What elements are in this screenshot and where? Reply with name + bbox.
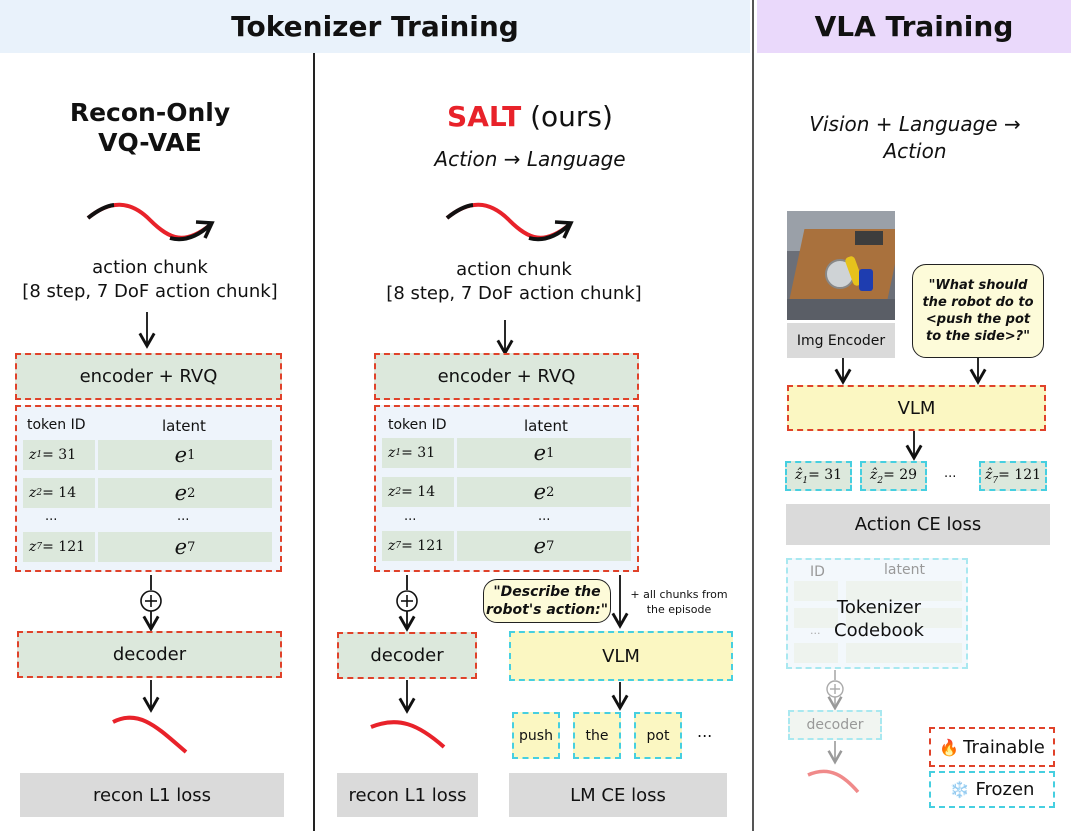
snowflake-icon: ❄️ bbox=[949, 780, 970, 799]
fire-icon: 🔥 bbox=[939, 737, 960, 757]
tokenizer-training-title: Tokenizer Training bbox=[231, 10, 519, 43]
middle-recon-loss: recon L1 loss bbox=[337, 773, 478, 817]
left-title: Recon-Only VQ-VAE bbox=[69, 98, 231, 157]
tokenizer-training-header: Tokenizer Training bbox=[0, 0, 750, 53]
left-decoder: decoder bbox=[17, 631, 282, 678]
column-divider-left bbox=[313, 53, 315, 831]
lm-token-the: the bbox=[573, 712, 621, 759]
vla-training-title: VLA Training bbox=[814, 10, 1014, 43]
action-ce-loss: Action CE loss bbox=[786, 504, 1050, 545]
episode-chunks-note: + all chunks from the episode bbox=[630, 588, 728, 616]
left-action-chunk-label: action chunk [8 step, 7 DoF action chunk… bbox=[22, 257, 278, 302]
right-vlm-trainable: VLM bbox=[787, 385, 1046, 431]
question-bubble: "What should the robot do to <push the p… bbox=[912, 264, 1044, 358]
vla-training-header: VLA Training bbox=[757, 0, 1071, 53]
middle-decoder: decoder bbox=[337, 632, 477, 679]
tokenizer-codebook: ID latent ... Tokenizer Codebook bbox=[786, 558, 968, 669]
codebook-label: Tokenizer Codebook bbox=[834, 597, 924, 641]
middle-title: SALT (ours) bbox=[447, 100, 613, 133]
middle-recon-wave-icon bbox=[370, 720, 446, 749]
left-recon-wave-icon bbox=[112, 715, 188, 754]
lm-token-pot: pot bbox=[634, 712, 682, 759]
left-recon-loss: recon L1 loss bbox=[20, 773, 284, 817]
pred-token-ellipsis: ... bbox=[944, 466, 957, 481]
pred-token-7: ẑ7= 121 bbox=[979, 461, 1047, 491]
pred-token-2: ẑ2= 29 bbox=[860, 461, 927, 491]
column-divider-right bbox=[752, 0, 754, 831]
lm-token-push: push bbox=[512, 712, 560, 759]
left-action-wave-icon bbox=[86, 202, 215, 242]
middle-subtitle: Action → Language bbox=[434, 147, 626, 171]
describe-prompt-bubble: "Describe the robot's action:" bbox=[483, 579, 611, 623]
legend-frozen: ❄️ Frozen bbox=[929, 771, 1055, 808]
pred-token-1: ẑ1= 31 bbox=[785, 461, 852, 491]
middle-action-chunk-label: action chunk [8 step, 7 DoF action chunk… bbox=[386, 259, 642, 304]
middle-vlm-frozen: VLM bbox=[509, 631, 733, 681]
lm-token-ellipsis: ... bbox=[697, 722, 713, 741]
lm-ce-loss: LM CE loss bbox=[509, 773, 727, 817]
right-decoder-faded: decoder bbox=[788, 710, 882, 740]
middle-action-wave-icon bbox=[445, 202, 574, 242]
right-title: Vision + Language → Action bbox=[809, 112, 1021, 163]
img-encoder: Img Encoder bbox=[787, 323, 895, 358]
right-recon-wave-icon bbox=[807, 769, 860, 794]
robot-scene-image bbox=[787, 211, 895, 320]
left-encoder-rvq: encoder + RVQ bbox=[15, 353, 282, 400]
legend-trainable: 🔥 Trainable bbox=[929, 727, 1055, 767]
middle-encoder-rvq: encoder + RVQ bbox=[374, 353, 639, 400]
